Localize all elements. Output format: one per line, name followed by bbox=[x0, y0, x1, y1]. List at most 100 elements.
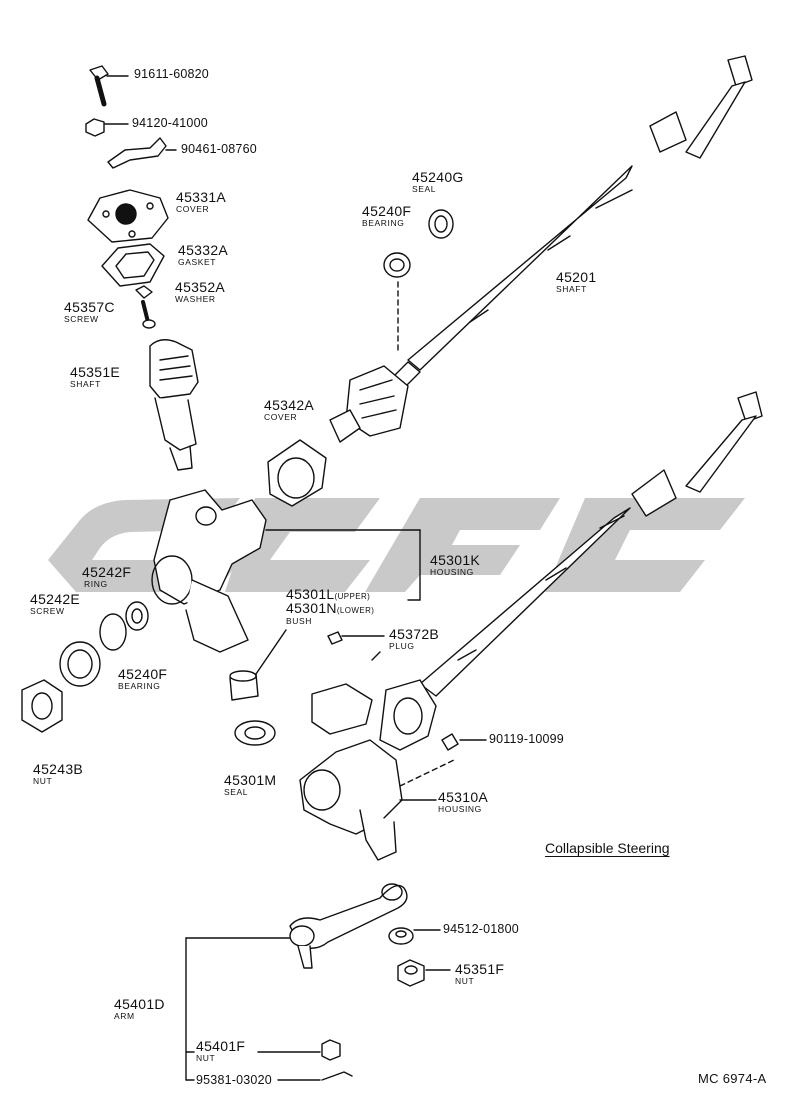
part-number: 45243B bbox=[33, 761, 84, 777]
part-number: 90461-08760 bbox=[181, 142, 257, 156]
part-description: RING bbox=[84, 579, 108, 589]
part-number: 45332A bbox=[178, 242, 229, 258]
part-label-45401F: 45401F NUT bbox=[196, 1039, 245, 1063]
part-label-45301N: 45301N(LOWER) bbox=[286, 601, 374, 617]
part-number: 45357C bbox=[64, 299, 115, 315]
part-number: 45351F bbox=[455, 961, 505, 977]
part-number: 45201 bbox=[556, 269, 597, 285]
part-description: SEAL bbox=[224, 787, 249, 797]
cotter-pin-icon bbox=[277, 1071, 353, 1081]
part-qualifier: (UPPER) bbox=[334, 592, 371, 601]
part-label-95381-03020: 95381-03020 bbox=[196, 1074, 272, 1087]
pitman-arm-icon bbox=[289, 883, 408, 969]
part-number: 45401D bbox=[114, 996, 165, 1012]
part-label-45240F-lower: 45240F BEARING bbox=[118, 667, 167, 691]
part-number: 45301L bbox=[286, 586, 335, 602]
lock-plate-icon bbox=[107, 137, 177, 169]
part-label-94512-01800: 94512-01800 bbox=[443, 923, 519, 936]
part-label-45240F-upper: 45240F BEARING bbox=[362, 204, 411, 228]
part-description: BUSH bbox=[286, 616, 313, 626]
part-label-90461-08760: 90461-08760 bbox=[181, 143, 257, 156]
part-description: SCREW bbox=[64, 314, 99, 324]
part-label-45301L: 45301L(UPPER) bbox=[286, 587, 370, 603]
steering-shaft-assembled-icon bbox=[419, 391, 763, 697]
housing-upper-icon bbox=[151, 489, 421, 653]
dust-cover-icon bbox=[267, 439, 327, 507]
part-number: 95381-03020 bbox=[196, 1073, 272, 1087]
part-description: SCREW bbox=[30, 606, 65, 616]
part-number: 45310A bbox=[438, 789, 489, 805]
part-label-45357C: 45357C SCREW bbox=[64, 300, 115, 324]
gasket-icon bbox=[101, 243, 165, 287]
part-number: 45242E bbox=[30, 591, 81, 607]
part-label-45351E: 45351E SHAFT bbox=[70, 365, 120, 389]
part-number: 94512-01800 bbox=[443, 922, 519, 936]
part-number: 45301N bbox=[286, 600, 337, 616]
steering-shaft-icon bbox=[387, 55, 753, 393]
part-number: 45240F bbox=[362, 203, 412, 219]
part-label-45242E: 45242E SCREW bbox=[30, 592, 80, 616]
bush-icon bbox=[229, 629, 287, 701]
part-number: 94120-41000 bbox=[132, 116, 208, 130]
part-number: 45240F bbox=[118, 666, 168, 682]
nut-icon bbox=[85, 118, 129, 137]
seal-lower-icon bbox=[234, 720, 276, 746]
screw-icon bbox=[141, 300, 156, 329]
part-description: SHAFT bbox=[70, 379, 101, 389]
hex-nut-icon bbox=[397, 959, 451, 987]
part-description: BEARING bbox=[118, 681, 161, 691]
gear-box-icon bbox=[329, 365, 409, 443]
part-description: HOUSING bbox=[438, 804, 482, 814]
part-label-45401D: 45401D ARM bbox=[114, 997, 165, 1021]
part-number: 90119-10099 bbox=[489, 732, 564, 746]
cover-plate-icon bbox=[87, 189, 169, 243]
part-number: 91611-60820 bbox=[134, 67, 209, 81]
part-description: BEARING bbox=[362, 218, 405, 228]
bearing-left-icon bbox=[125, 601, 149, 631]
part-label-45301K: 45301K HOUSING bbox=[430, 553, 480, 577]
part-label-45243B: 45243B NUT bbox=[33, 762, 83, 786]
castle-nut-icon bbox=[257, 1039, 341, 1061]
sector-shaft-icon bbox=[149, 339, 199, 471]
part-description: COVER bbox=[264, 412, 298, 422]
part-label-45242F: 45242F RING bbox=[82, 565, 131, 589]
part-label-45372B: 45372B PLUG bbox=[389, 627, 439, 651]
part-label-45352A: 45352A WASHER bbox=[175, 280, 225, 304]
lock-nut-icon bbox=[21, 679, 63, 733]
part-description: WASHER bbox=[175, 294, 216, 304]
part-number: 45351E bbox=[70, 364, 121, 380]
part-label-94120-41000: 94120-41000 bbox=[132, 117, 208, 130]
part-number: 45342A bbox=[264, 397, 315, 413]
watermark-glyph-4 bbox=[545, 498, 745, 592]
part-description: NUT bbox=[455, 976, 475, 986]
part-label-45342A: 45342A COVER bbox=[264, 398, 314, 422]
part-description: SEAL bbox=[412, 184, 437, 194]
part-description: NUT bbox=[33, 776, 53, 786]
bolt-icon bbox=[89, 65, 129, 107]
seal-ring-icon bbox=[428, 209, 454, 239]
part-number: 45401F bbox=[196, 1038, 246, 1054]
diagram-caption: Collapsible Steering bbox=[545, 840, 670, 856]
adjusting-screw-icon bbox=[59, 641, 101, 687]
part-number: 45301M bbox=[224, 772, 277, 788]
part-label-45201: 45201 SHAFT bbox=[556, 270, 596, 294]
part-number: 45352A bbox=[175, 279, 226, 295]
plug-icon bbox=[327, 631, 385, 645]
spring-washer-icon bbox=[388, 927, 441, 945]
part-description: ARM bbox=[114, 1011, 135, 1021]
part-description: PLUG bbox=[389, 641, 415, 651]
part-label-45240G: 45240G SEAL bbox=[412, 170, 464, 194]
washer-icon bbox=[135, 285, 153, 299]
part-number: 45331A bbox=[176, 189, 227, 205]
part-label-90119-10099: 90119-10099 bbox=[489, 733, 564, 746]
part-description: SHAFT bbox=[556, 284, 587, 294]
part-label-45301M: 45301M SEAL bbox=[224, 773, 276, 797]
part-number: 45242F bbox=[82, 564, 132, 580]
o-ring-icon bbox=[99, 613, 127, 651]
part-label-45332A: 45332A GASKET bbox=[178, 243, 228, 267]
part-label-91611-60820: 91611-60820 bbox=[134, 68, 209, 81]
part-label-45310A: 45310A HOUSING bbox=[438, 790, 488, 814]
part-description: COVER bbox=[176, 204, 210, 214]
bearing-icon bbox=[383, 252, 411, 353]
